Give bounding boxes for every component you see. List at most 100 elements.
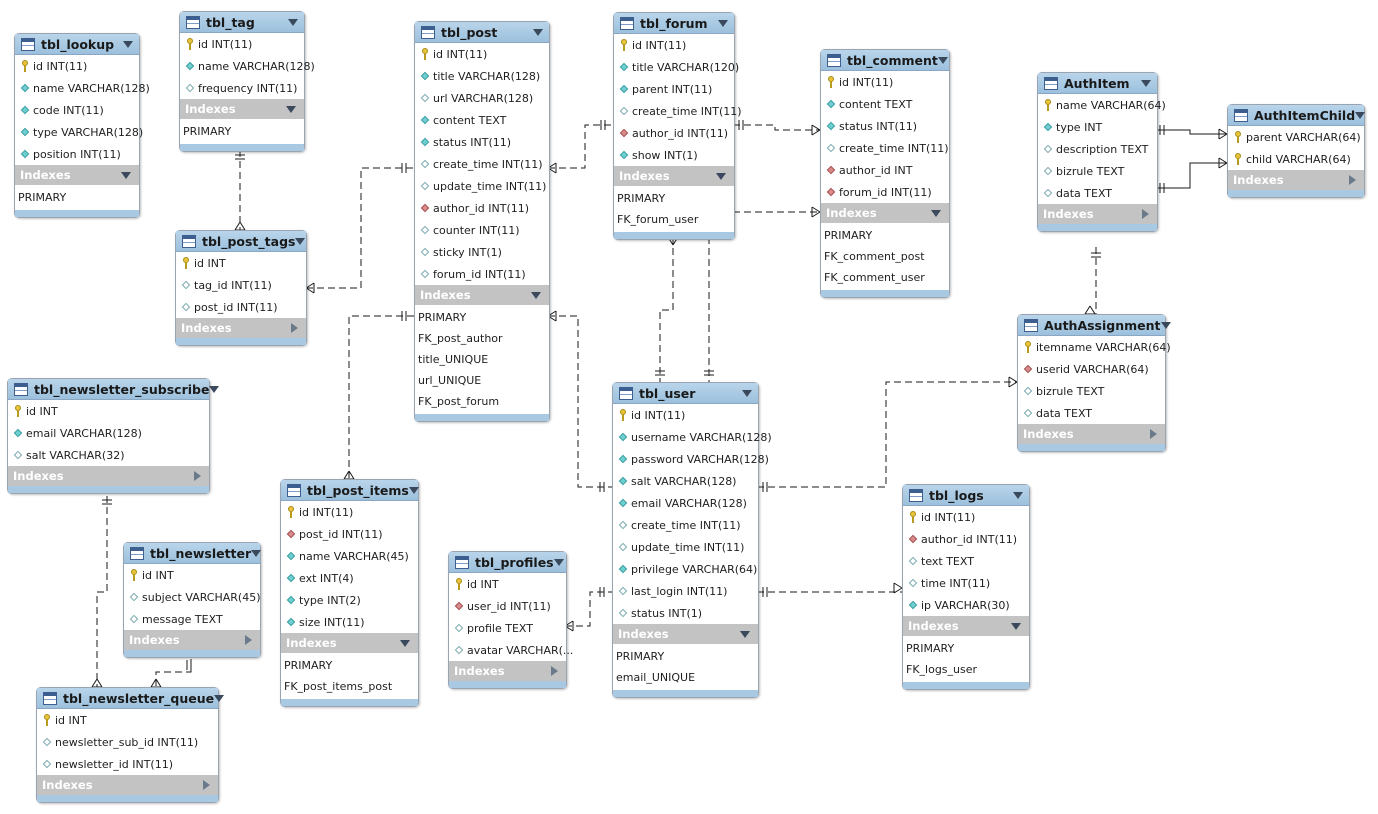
table-header[interactable]: tbl_user (613, 383, 758, 404)
collapse-arrow-icon[interactable] (295, 237, 306, 245)
table-header[interactable]: tbl_newsletter (124, 543, 262, 564)
table-header[interactable]: tbl_profiles (449, 552, 566, 573)
column-label: id INT(11) (921, 510, 976, 524)
indexes-header[interactable]: Indexes (613, 624, 758, 644)
indexes-header[interactable]: Indexes (903, 616, 1029, 636)
table-header[interactable]: tbl_logs (903, 485, 1029, 506)
collapse-arrow-icon[interactable] (931, 209, 941, 217)
indexes-header[interactable]: Indexes (8, 466, 209, 486)
nullable-column-icon (1024, 385, 1032, 397)
table-header[interactable]: tbl_post_tags (176, 231, 306, 252)
collapse-arrow-icon[interactable] (214, 694, 225, 702)
expand-arrow-icon[interactable] (1349, 175, 1356, 185)
indexes-header[interactable]: Indexes (1018, 424, 1165, 444)
index-row: FK_comment_post (824, 250, 925, 263)
collapse-arrow-icon[interactable] (742, 389, 752, 397)
indexes-header[interactable]: Indexes (415, 285, 549, 305)
table-header[interactable]: tbl_tag (180, 12, 304, 33)
expand-arrow-icon[interactable] (551, 666, 558, 676)
column-row: data TEXT (1018, 402, 1165, 424)
table-header[interactable]: tbl_forum (614, 13, 734, 34)
collapse-arrow-icon[interactable] (121, 171, 131, 179)
nullable-column-icon (421, 158, 429, 170)
nullable-column-icon (130, 591, 138, 603)
column-label: id INT(11) (632, 38, 687, 52)
column-row: time INT(11) (903, 572, 1029, 594)
expand-arrow-icon[interactable] (291, 323, 298, 333)
collapse-arrow-icon[interactable] (1160, 321, 1171, 329)
indexes-header[interactable]: Indexes (614, 166, 734, 186)
expand-arrow-icon[interactable] (1150, 429, 1157, 439)
collapse-arrow-icon[interactable] (531, 291, 541, 299)
indexes-header[interactable]: Indexes (449, 661, 566, 681)
indexes-header[interactable]: Indexes (15, 165, 139, 185)
table-header[interactable]: tbl_newsletter_queue (37, 688, 225, 709)
table-header[interactable]: AuthAssignment (1018, 315, 1171, 336)
collapse-arrow-icon[interactable] (400, 639, 410, 647)
collapse-arrow-icon[interactable] (1011, 622, 1021, 630)
collapse-arrow-icon[interactable] (553, 558, 564, 566)
table-header[interactable]: tbl_post_items (281, 480, 419, 501)
column-label: tag_id INT(11) (194, 278, 272, 292)
primary-key-icon (287, 506, 295, 518)
collapse-arrow-icon[interactable] (937, 56, 948, 64)
column-label: id INT (194, 256, 226, 270)
collapse-arrow-icon[interactable] (288, 18, 298, 26)
collapse-arrow-icon[interactable] (718, 19, 728, 27)
table-title: AuthItem (1064, 75, 1130, 91)
nullable-column-icon (1044, 165, 1052, 177)
collapse-arrow-icon[interactable] (209, 385, 220, 393)
table-header[interactable]: tbl_post (415, 22, 549, 43)
table-header[interactable]: tbl_lookup (15, 34, 139, 55)
indexes-header[interactable]: Indexes (180, 99, 304, 119)
expand-arrow-icon[interactable] (245, 635, 252, 645)
column-row: email VARCHAR(128) (8, 422, 209, 444)
expand-arrow-icon[interactable] (194, 471, 201, 481)
column-row: id INT(11) (281, 501, 418, 523)
table-header[interactable]: AuthItemChild (1228, 105, 1366, 126)
collapse-arrow-icon[interactable] (408, 486, 419, 494)
indexes-header[interactable]: Indexes (176, 318, 306, 338)
collapse-arrow-icon[interactable] (286, 105, 296, 113)
collapse-arrow-icon[interactable] (1355, 111, 1366, 119)
collapse-arrow-icon[interactable] (1141, 79, 1151, 87)
collapse-arrow-icon[interactable] (123, 40, 133, 48)
collapse-arrow-icon[interactable] (740, 630, 750, 638)
collapse-arrow-icon[interactable] (251, 549, 262, 557)
table-title: AuthItemChild (1254, 107, 1356, 123)
indexes-header[interactable]: Indexes (37, 775, 218, 795)
collapse-arrow-icon[interactable] (716, 172, 726, 180)
indexes-header[interactable]: Indexes (821, 203, 949, 223)
not-null-column-icon (1044, 121, 1052, 133)
expand-arrow-icon[interactable] (1142, 209, 1149, 219)
indexes-header[interactable]: Indexes (281, 633, 418, 653)
indexes-label: Indexes (826, 206, 877, 220)
table-header[interactable]: AuthItem (1038, 73, 1157, 94)
indexes-header[interactable]: Indexes (1228, 170, 1364, 190)
table-header[interactable]: tbl_newsletter_subscribe (8, 379, 220, 400)
expand-arrow-icon[interactable] (203, 780, 210, 790)
one-marker (1091, 252, 1101, 258)
collapse-arrow-icon[interactable] (1013, 491, 1023, 499)
indexes-header[interactable]: Indexes (124, 630, 260, 650)
primary-key-icon (1024, 341, 1032, 353)
table-header[interactable]: tbl_comment (821, 50, 949, 71)
indexes-header[interactable]: Indexes (1038, 204, 1157, 224)
collapse-arrow-icon[interactable] (533, 28, 543, 36)
